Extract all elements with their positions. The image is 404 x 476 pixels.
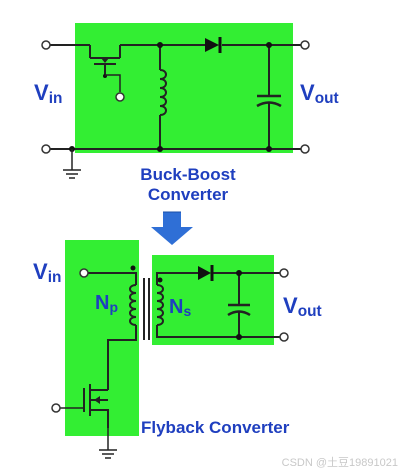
fb-secondary-wire	[156, 272, 280, 285]
ground-icon	[63, 149, 81, 179]
ground-icon	[99, 428, 117, 459]
fb-vin-label: Vin	[33, 259, 61, 286]
capacitor-icon	[256, 45, 282, 149]
capacitor-icon	[227, 273, 251, 337]
bb-vin-minus-terminal	[41, 144, 51, 154]
bb-vout-label: Vout	[300, 80, 339, 107]
mosfet-icon	[51, 380, 109, 428]
flyback-primary-panel	[65, 240, 139, 436]
buck-boost-panel	[75, 23, 293, 153]
watermark: CSDN @土豆19891021	[281, 457, 398, 469]
bb-vin-plus-terminal	[41, 40, 51, 50]
fb-vin-terminal	[79, 268, 89, 278]
diode-icon	[205, 37, 222, 53]
fb-primary-wire	[88, 272, 137, 285]
down-arrow-icon	[151, 211, 193, 245]
fb-vout-minus-terminal	[279, 332, 289, 342]
diode-icon	[198, 265, 214, 281]
bb-node-dot	[157, 42, 163, 48]
bb-node-dot	[266, 42, 272, 48]
fb-node-dot	[236, 334, 242, 340]
fb-ns-label: Ns	[169, 296, 191, 319]
fb-node-dot	[236, 270, 242, 276]
inductor-icon	[159, 45, 167, 149]
bb-node-dot	[266, 146, 272, 152]
fb-title: Flyback Converter	[141, 418, 290, 437]
bb-vout-minus-terminal	[300, 144, 310, 154]
bb-node-dot	[157, 146, 163, 152]
fb-np-label: Np	[95, 292, 118, 315]
bb-title-line2: Converter	[148, 185, 229, 204]
fb-vout-plus-terminal	[279, 268, 289, 278]
bb-vin-label: Vin	[34, 80, 62, 107]
fb-primary-wire	[107, 325, 137, 380]
transformer-icon	[129, 265, 164, 340]
bb-title-line1: Buck-Boost	[140, 165, 236, 184]
mosfet-icon	[89, 45, 125, 102]
fb-vout-label: Vout	[283, 293, 322, 320]
bb-vout-plus-terminal	[300, 40, 310, 50]
